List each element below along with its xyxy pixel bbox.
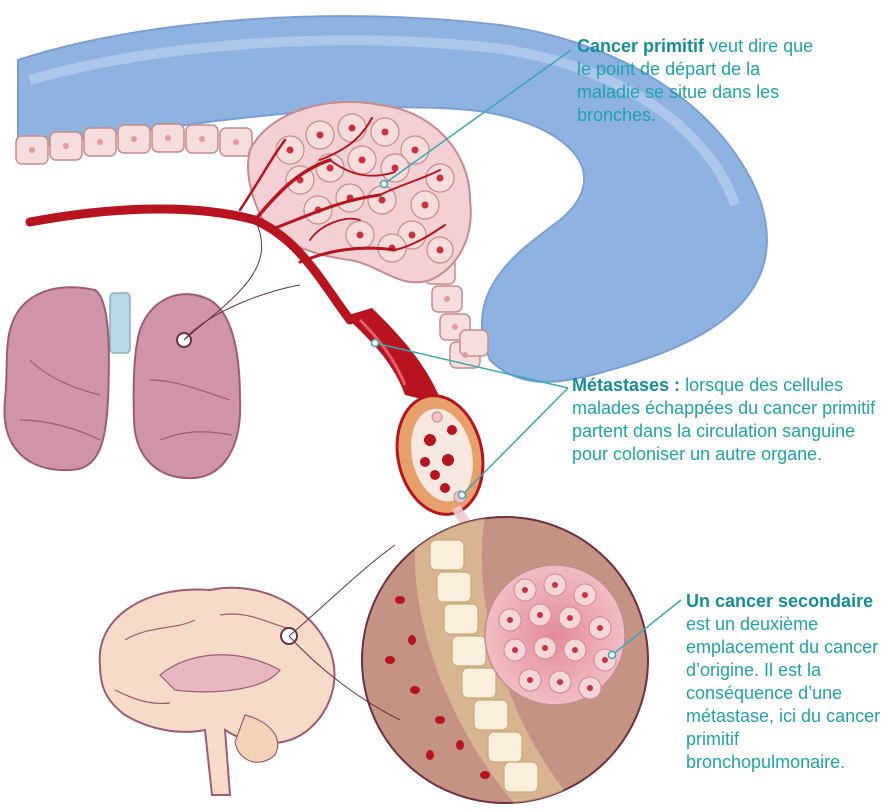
callout-secondary-title: Un cancer secondaire [686,591,873,611]
main-vessel [345,308,442,404]
callout-metastases-title: Métastases : [572,375,680,395]
callout-secondary-cancer: Un cancer secondaire est un deuxième emp… [686,590,896,774]
vessel-cross-section [386,388,493,523]
callout-metastases: Métastases : lorsque des cellules malade… [572,374,894,466]
callout-primary-cancer: Cancer primitif veut dire que le point d… [577,35,817,127]
lungs [4,287,240,478]
callout-primary-title: Cancer primitif [577,36,704,56]
brain [100,588,335,795]
magnifier [362,515,648,809]
callout-secondary-text: est un deuxième emplacement du cancer d’… [686,614,880,772]
